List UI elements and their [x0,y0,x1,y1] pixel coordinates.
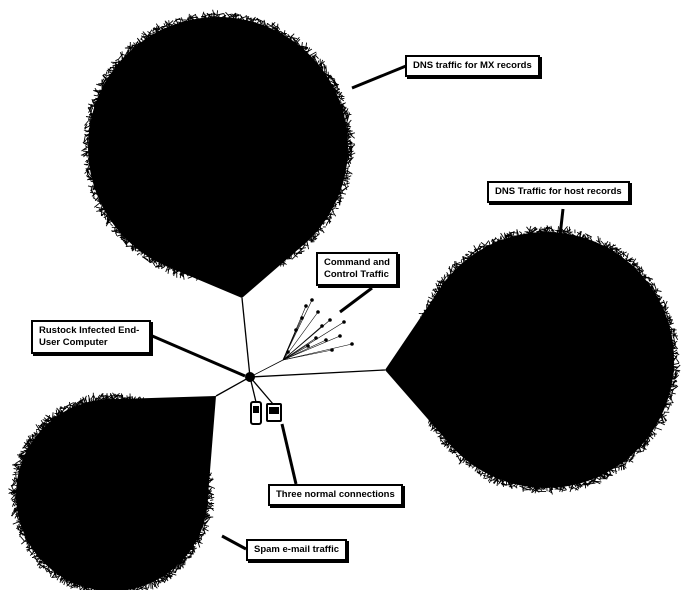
spoke-to-host-cluster [249,369,386,378]
leader-cc [339,286,373,314]
cc-trunk-edge [249,359,284,378]
cc-edge [282,343,353,361]
cc-endpoint-node [324,338,328,342]
command-control-fan [249,298,354,378]
cc-edge [282,337,317,361]
cc-endpoint-node [338,334,342,338]
cc-endpoint-node [342,320,346,324]
cc-edge [282,335,341,361]
cc-endpoint-node [320,324,324,328]
leader-mx [351,64,407,90]
spam-cluster [8,392,216,590]
leader-spam [221,534,247,551]
spam-cluster-rim [8,392,216,590]
cc-endpoint-node [304,304,308,308]
cc-edge [282,299,313,361]
leader-infected [149,333,246,378]
spoke-to-mx-cluster [241,297,251,378]
graph-edges [215,297,386,405]
leader-host [558,208,565,237]
cc-endpoint-node [328,318,332,322]
spam-traffic-label: Spam e-mail traffic [246,539,347,561]
cc-edge [282,305,307,361]
cc-endpoint-node [316,310,320,314]
infected-computer-label: Rustock Infected End-User Computer [31,320,151,354]
cc-edge [282,321,345,361]
mx-records-cluster-rim [80,9,356,284]
mx-records-cluster-body [88,17,348,277]
spoke-to-spam-cluster [215,376,251,397]
mx-records-cluster [80,9,356,298]
phone-screen-icon [253,406,259,413]
host-records-cluster [385,225,681,495]
host-records-label: DNS Traffic for host records [487,181,630,203]
spam-cluster-body [16,399,208,590]
cc-endpoint-node [350,342,354,346]
normal-connections-label: Three normal connections [268,484,403,506]
cc-edge [282,311,319,361]
normal-connection-devices [250,401,282,425]
callout-leader-lines [149,64,565,551]
command-control-label: Command and Control Traffic [316,252,398,286]
traffic-clusters [8,9,681,590]
cc-endpoint-node [314,336,318,340]
cc-edge [282,319,331,361]
spoke-to-computer [249,376,274,405]
computer-screen-icon [269,407,279,414]
mx-records-label: DNS traffic for MX records [405,55,540,77]
cc-endpoint-node [306,344,310,348]
leader-normal [280,423,298,485]
cc-edge [282,345,309,361]
cc-endpoint-node [310,298,314,302]
host-records-cluster-body [418,232,674,488]
